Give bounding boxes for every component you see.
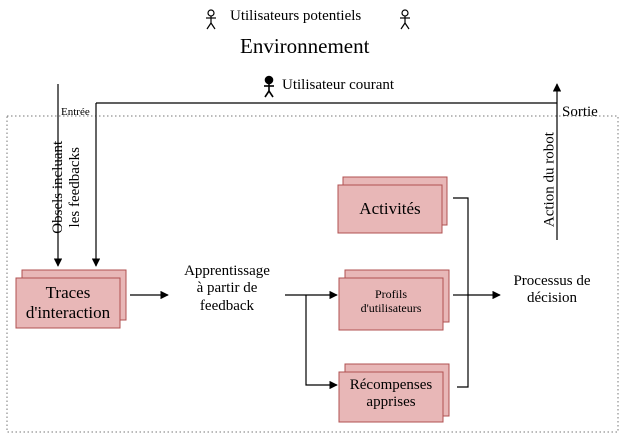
system-frame — [6, 115, 619, 433]
obsels-label-line2: les feedbacks — [67, 147, 83, 228]
decision-label-line2: décision — [527, 290, 577, 307]
rewards-label-line1: Récompenses — [349, 377, 433, 393]
rewards-box — [338, 363, 450, 423]
person-filled-icon — [264, 75, 274, 98]
current-user-label: Utilisateur courant — [282, 77, 395, 93]
person-outline-icon — [206, 9, 216, 30]
rewards-label-line2: apprises — [366, 394, 416, 411]
profiles-label-line2: d'utilisateurs — [360, 300, 422, 315]
traces-label: Traces d'interaction — [16, 283, 120, 322]
decision-label: Processus de décision — [498, 273, 606, 308]
traces-label-line2: d'interaction — [25, 302, 111, 322]
learning-label-line3: feedback — [199, 297, 255, 314]
environment-title: Environnement — [240, 34, 370, 58]
output-label: Sortie — [562, 104, 598, 120]
learning-label: Apprentissage à partir de feedback — [165, 263, 289, 315]
decision-label-line1: Processus de — [513, 273, 591, 289]
learning-label-line2: à partir de — [196, 280, 258, 297]
traces-box — [15, 269, 127, 329]
activities-box — [337, 176, 448, 234]
decision-bracket — [453, 197, 469, 388]
profiles-label-line1: Profils — [374, 287, 407, 301]
learning-label-line1: Apprentissage — [184, 263, 270, 279]
profiles-label: Profils d'utilisateurs — [339, 287, 443, 316]
input-label: Entrée — [61, 106, 90, 118]
rewards-label: Récompenses apprises — [339, 377, 443, 412]
traces-label-line1: Traces — [45, 283, 91, 302]
activities-label: Activités — [359, 199, 421, 218]
profiles-box — [338, 269, 450, 331]
obsels-label: Obsels incluant les feedbacks — [50, 132, 85, 242]
learning-to-rewards-arrow — [305, 295, 338, 390]
robot-action-label: Action du robot — [541, 132, 558, 228]
potential-users-label: Utilisateurs potentiels — [230, 8, 362, 24]
person-outline-icon — [400, 9, 410, 30]
obsels-label-line1: Obsels incluant — [49, 140, 66, 234]
